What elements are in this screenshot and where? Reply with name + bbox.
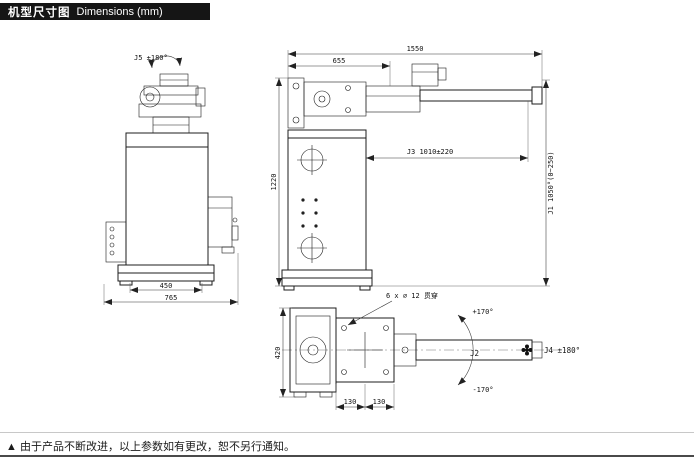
j5-label: J5 ±180° <box>134 54 168 62</box>
side-view: 1550 655 1220 J3 1010±220 <box>270 45 555 291</box>
rot-plus-label: +170° <box>472 308 493 316</box>
side-beam <box>419 86 543 105</box>
dim-j3: J3 1010±220 <box>366 101 529 162</box>
dim-450: 450 <box>129 282 203 294</box>
top-motor-block <box>289 307 337 398</box>
side-arm-bracket <box>287 77 305 129</box>
front-side-attachment <box>207 196 239 254</box>
front-connector-plate <box>105 221 127 263</box>
dim-j1-label: J1 1050°(0~250) <box>547 151 555 214</box>
side-motor <box>411 63 447 87</box>
j4-axis-marker <box>521 344 533 356</box>
dim-1550-label: 1550 <box>407 45 424 53</box>
front-base <box>117 264 215 286</box>
disclaimer-note: ▲ 由于产品不断改进，以上参数如有更改，恕不另行通知。 <box>6 441 295 453</box>
j5-rotation-arc <box>148 55 183 69</box>
top-view: 6 x ∅ 12 贯穿 +170° -170° J4 ±180° J2 420 <box>274 291 580 411</box>
j4-label: J4 ±180° <box>544 346 580 355</box>
dim-1220: 1220 <box>270 77 290 287</box>
front-view: J5 ±180° <box>103 54 239 306</box>
section-header: 机型尺寸图 Dimensions (mm) <box>0 3 210 20</box>
front-body <box>125 132 209 266</box>
dim-130-right-label: 130 <box>373 398 386 406</box>
dim-130-pair: 130 130 <box>335 384 395 411</box>
dim-130-left-label: 130 <box>344 398 357 406</box>
side-column <box>287 129 367 271</box>
side-base <box>281 269 373 291</box>
holes-note-label: 6 x ∅ 12 贯穿 <box>386 291 438 300</box>
side-arm-body <box>303 81 421 117</box>
dim-765: 765 <box>103 253 239 306</box>
dim-j1: J1 1050°(0~250) <box>372 79 555 287</box>
dim-j3-label: J3 1010±220 <box>407 148 453 156</box>
dim-655-label: 655 <box>333 57 346 65</box>
section-title-cn: 机型尺寸图 <box>8 6 71 19</box>
dim-450-label: 450 <box>160 282 173 290</box>
j2-label: J2 <box>470 349 479 358</box>
dim-1220-label: 1220 <box>270 174 278 191</box>
front-wrist-assembly <box>138 73 206 134</box>
dim-420: 420 <box>274 307 296 398</box>
dim-765-label: 765 <box>165 294 178 302</box>
bottom-divider <box>0 455 694 457</box>
side-column-flanges <box>297 145 327 263</box>
j4-rotation-arc: +170° -170° J4 ±180° <box>457 308 580 394</box>
dim-420-label: 420 <box>274 347 282 360</box>
section-title-en: Dimensions (mm) <box>76 5 163 18</box>
holes-callout: 6 x ∅ 12 贯穿 <box>347 291 438 326</box>
disclaimer-footer: ▲ 由于产品不断改进，以上参数如有更改，恕不另行通知。 <box>0 432 694 457</box>
rot-minus-label: -170° <box>472 386 493 394</box>
dim-655: 655 <box>288 57 391 86</box>
